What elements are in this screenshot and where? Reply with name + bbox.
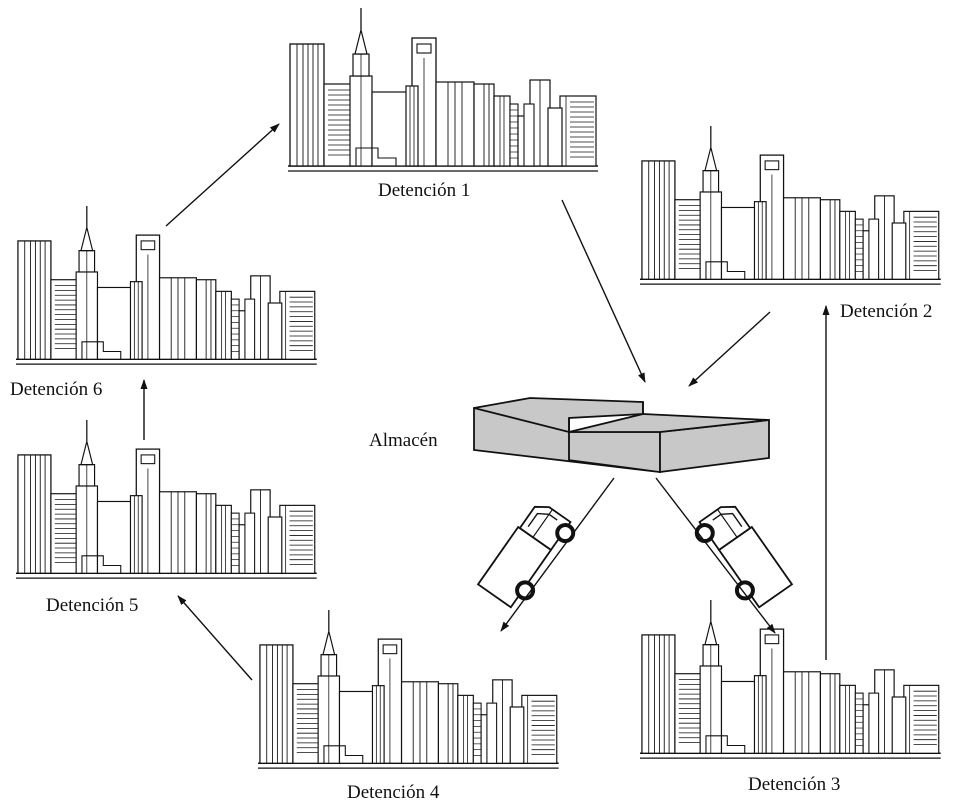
stop-5-label: Detención 5 xyxy=(46,595,138,616)
stop-6-label: Detención 6 xyxy=(10,379,102,400)
city-skyline-icon-stop-3 xyxy=(639,599,942,759)
stop-2-label: Detención 2 xyxy=(840,301,932,322)
city-skyline-icon-stop-1 xyxy=(287,7,599,172)
city-skyline-icon-stop-6 xyxy=(15,205,318,365)
city-skyline-icon-stop-4 xyxy=(257,609,560,769)
city-skyline-icon-stop-5 xyxy=(15,419,318,579)
route-arrow-stop-1-to-warehouse xyxy=(561,199,646,383)
warehouse-label: Almacén xyxy=(369,430,438,451)
route-arrow-warehouse-to-stop-3 xyxy=(655,477,776,634)
city-skyline-icon-stop-2 xyxy=(639,125,942,285)
stop-4-label: Detención 4 xyxy=(347,782,440,803)
stop-1-label: Detención 1 xyxy=(378,180,470,201)
route-arrow-stop-2-to-warehouse xyxy=(688,311,771,387)
route-arrow-warehouse-to-stop-4 xyxy=(500,477,615,632)
truck-icon-left xyxy=(476,497,581,615)
route-arrow-stop-4-to-stop-5 xyxy=(177,595,253,681)
truck-icon-right xyxy=(689,497,794,615)
stop-3-label: Detención 3 xyxy=(748,774,840,795)
warehouse-icon xyxy=(473,397,770,474)
route-arrow-stop-6-to-stop-1 xyxy=(165,123,280,227)
